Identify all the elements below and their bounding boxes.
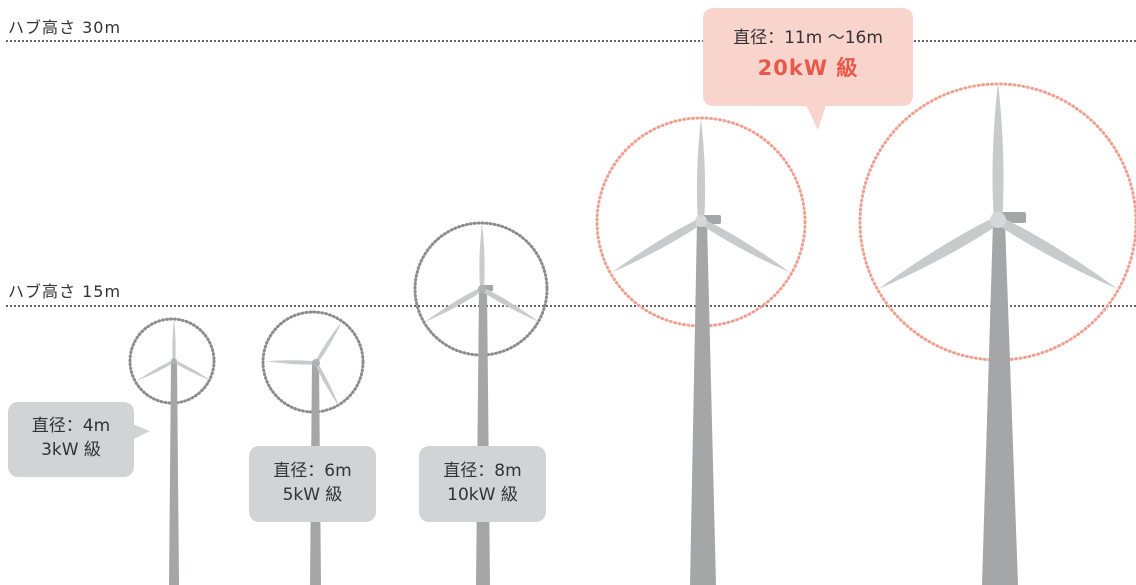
callout-3kw-class: 3kW 級: [41, 440, 101, 460]
turbine-10kw: [413, 221, 549, 585]
hub-height-30m-line: [6, 40, 1136, 42]
callout-20kw: 直径：11m 〜16m 20kW 級: [703, 8, 913, 106]
nacelle-10kw: [481, 285, 493, 291]
rotor-10kw: [423, 223, 541, 325]
callout-5kw-diameter: 直径：6m: [273, 461, 352, 481]
hub-height-30m-label: ハブ高さ 30m: [8, 18, 122, 37]
callout-20kw-class: 20kW 級: [757, 56, 859, 80]
tower-16m: [982, 222, 1018, 585]
callout-10kw-diameter: 直径：8m: [443, 461, 522, 481]
rotor-5kw: [265, 319, 345, 409]
turbine-3kw: [128, 317, 216, 585]
hub-height-15m-line: [6, 305, 1136, 307]
callout-5kw: 直径：6m 5kW 級: [249, 446, 376, 522]
hub-height-15m-label: ハブ高さ 15m: [8, 282, 122, 301]
rotor-3kw: [136, 319, 212, 383]
callout-3kw-pointer: [132, 424, 150, 440]
callout-10kw: 直径：8m 10kW 級: [419, 446, 546, 522]
callout-20kw-diameter: 直径：11m 〜16m: [733, 28, 883, 48]
callout-5kw-class: 5kW 級: [282, 485, 343, 505]
tower-3kw: [169, 361, 179, 585]
rotor-11m: [609, 118, 793, 277]
rotor-16m: [875, 82, 1121, 294]
turbine-16m: [858, 82, 1136, 585]
tower-11m: [690, 222, 716, 585]
callout-3kw-diameter: 直径：4m: [31, 416, 111, 436]
turbine-11m: [595, 116, 807, 585]
callout-10kw-class: 10kW 級: [447, 485, 518, 505]
callout-20kw-pointer: [806, 105, 826, 130]
callout-3kw: 直径：4m 3kW 級: [8, 402, 134, 477]
tower-10kw: [476, 290, 490, 585]
